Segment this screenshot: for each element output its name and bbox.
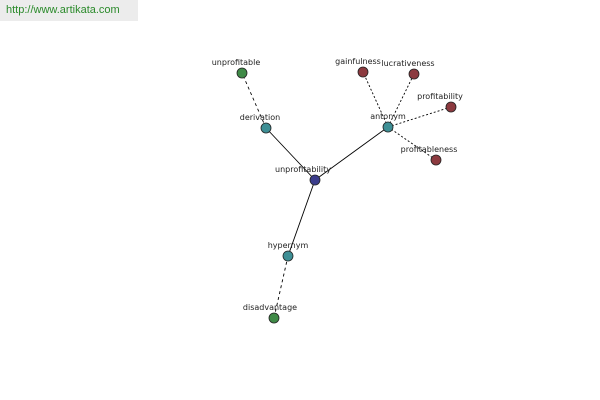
label-profitability: profitability xyxy=(417,92,463,101)
node-disadvantage[interactable] xyxy=(268,312,280,324)
node-lucrativeness[interactable] xyxy=(408,68,420,80)
edge-antonym-lucrativeness xyxy=(387,73,415,128)
node-unprofitable[interactable] xyxy=(236,67,248,79)
edge-unprofitability-hypernym xyxy=(287,179,316,257)
node-hypernym[interactable] xyxy=(282,250,294,262)
label-unprofitability: unprofitability xyxy=(275,165,331,174)
edge-derivation-unprofitable xyxy=(241,72,267,129)
label-profitableness: profitableness xyxy=(401,145,458,154)
node-unprofitability[interactable] xyxy=(309,174,321,186)
node-derivation[interactable] xyxy=(260,122,272,134)
node-profitableness[interactable] xyxy=(430,154,442,166)
label-hypernym: hypernym xyxy=(268,241,309,250)
node-profitability[interactable] xyxy=(445,101,457,113)
label-lucrativeness: lucrativeness xyxy=(381,59,434,68)
source-url-banner[interactable]: http://www.artikata.com xyxy=(0,0,138,21)
label-antonym: antonym xyxy=(370,112,406,121)
edge-hypernym-disadvantage xyxy=(273,255,289,319)
edge-antonym-profitableness xyxy=(387,126,437,161)
label-derivation: derivation xyxy=(240,113,280,122)
node-antonym[interactable] xyxy=(382,121,394,133)
label-unprofitable: unprofitable xyxy=(212,58,261,67)
label-disadvantage: disadvantage xyxy=(243,303,297,312)
edge-unprofitability-derivation xyxy=(265,127,316,181)
label-gainfulness: gainfulness xyxy=(335,57,381,66)
node-gainfulness[interactable] xyxy=(357,66,369,78)
edge-antonym-profitability xyxy=(387,106,452,128)
edge-unprofitability-antonym xyxy=(314,126,389,181)
